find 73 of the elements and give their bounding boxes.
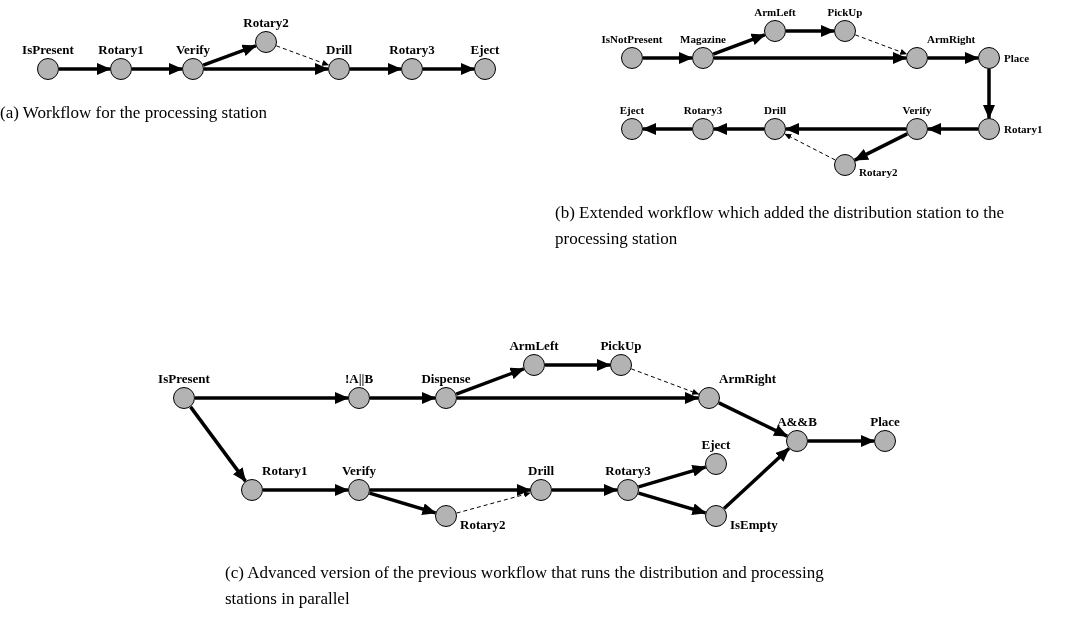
arrow [275, 45, 330, 66]
arrow [195, 392, 349, 404]
arrow [785, 123, 906, 135]
arrow [808, 435, 875, 447]
arrow [638, 465, 707, 489]
node-label: Verify [902, 105, 932, 116]
arrow [132, 63, 183, 75]
arrow [370, 484, 531, 496]
arrow [927, 123, 978, 135]
arrow [423, 63, 475, 75]
node-label: ArmRight [927, 34, 976, 45]
node-label: Verify [341, 464, 377, 477]
node-label: Eject [470, 43, 500, 56]
node-label: Drill [326, 43, 352, 56]
arrow [718, 401, 788, 438]
node-label: Rotary3 [389, 43, 435, 56]
arrow [786, 25, 835, 37]
node-label: Eject [619, 105, 645, 116]
arrow [202, 44, 257, 67]
node-label: IsPresent [158, 372, 210, 385]
arrow [928, 52, 979, 64]
arrow [983, 69, 995, 119]
arrow [638, 491, 707, 515]
node-label: A&&B [777, 415, 817, 428]
node-label: PickUp [827, 7, 863, 18]
node-label: !A||B [344, 372, 374, 385]
node-label: Verify [175, 43, 211, 56]
node-label: ArmLeft [509, 339, 559, 352]
figure-caption: (c) Advanced version of the previous workflow that runs the distribution and processing stations in parallel [225, 562, 825, 610]
arrow [712, 33, 766, 56]
arrow [714, 52, 907, 64]
node-label: IsPresent [22, 43, 74, 56]
figure-caption: (a) Workflow for the processing station [0, 102, 268, 124]
arrow [350, 63, 402, 75]
node-label: ArmLeft [754, 7, 796, 18]
node-label: Eject [701, 438, 731, 451]
node-label: Rotary2 [859, 167, 898, 178]
node-label: Rotary2 [243, 16, 289, 29]
node-label: Rotary2 [460, 518, 506, 531]
node-label: Rotary3 [683, 105, 723, 116]
arrow [552, 484, 618, 496]
arrow [643, 52, 693, 64]
arrow [59, 63, 111, 75]
node-label: Rotary3 [605, 464, 651, 477]
arrow [455, 367, 525, 396]
arrow [189, 405, 247, 483]
node-label: Place [870, 415, 900, 428]
figure-caption: (b) Extended workflow which added the distribution station to the processing station [555, 202, 1005, 250]
arrow [630, 368, 700, 395]
arrow [713, 123, 764, 135]
arrow [456, 491, 531, 514]
node-label: Rotary1 [262, 464, 308, 477]
node-label: ArmRight [719, 372, 777, 385]
node-label: IsEmpty [730, 518, 778, 531]
node-label: Magazine [680, 34, 726, 45]
arrow [204, 63, 329, 75]
node-label: Rotary1 [1004, 123, 1043, 135]
arrow [722, 447, 791, 510]
arrow [263, 484, 349, 496]
node-label: Drill [528, 464, 554, 477]
arrow [784, 133, 836, 161]
node-label: Place [1004, 52, 1030, 64]
node-label: Rotary1 [98, 43, 144, 56]
arrow [642, 123, 692, 135]
arrow [370, 392, 436, 404]
arrow [457, 392, 699, 404]
arrow [369, 491, 437, 515]
node-label: Dispense [421, 372, 471, 385]
node-label: Drill [764, 105, 786, 116]
arrow [854, 34, 908, 55]
node-label: IsNotPresent [601, 34, 663, 45]
arrow [545, 359, 611, 371]
node-label: PickUp [600, 339, 642, 352]
